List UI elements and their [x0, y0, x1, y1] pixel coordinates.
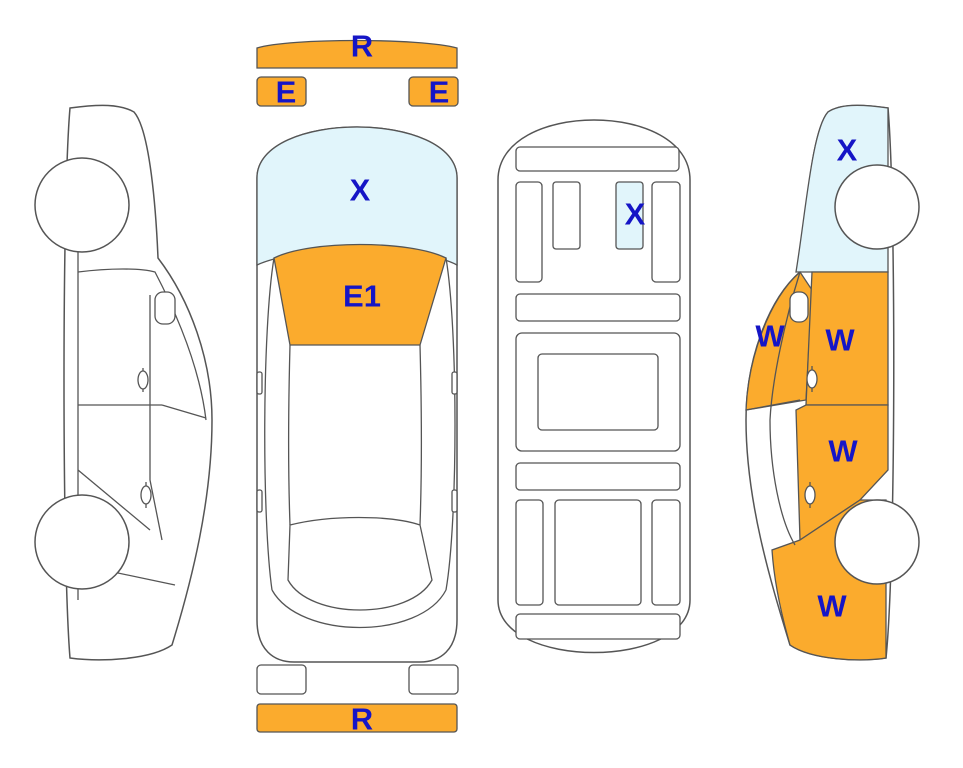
trunk-line: [271, 589, 447, 629]
rear-bumper-label: R: [351, 702, 373, 737]
hood-panel: [273, 243, 447, 346]
rear-bumper-panel: [256, 703, 458, 733]
right-mirror-top: [451, 371, 458, 395]
left-side-door-handle-front: [137, 368, 149, 392]
right-side-rear-wheel: [834, 164, 920, 250]
rear-right-light-panel: [408, 664, 459, 695]
right-side-door-handle-front: [804, 482, 816, 508]
right-side-mirror: [789, 291, 809, 323]
right-side-rear-door-label: W: [825, 323, 855, 358]
left-side-door-seam: [149, 295, 163, 541]
right-side-window-line: [769, 271, 801, 546]
front-left-door-pocket: [515, 181, 543, 283]
trunk-left-well: [515, 499, 544, 606]
passenger-seat-label: X: [625, 197, 646, 232]
right-side-rear-glass-label: X: [837, 133, 858, 168]
center-console-bar: [515, 293, 681, 322]
top-view-right-side-line: [445, 257, 456, 591]
trunk-floor: [554, 499, 642, 606]
right-side-belt-line: [745, 399, 801, 411]
right-side-door-handle-rear: [806, 366, 818, 392]
driver-seat: [552, 181, 581, 250]
right-side-front-door-label: W: [828, 434, 858, 469]
left-side-front-wheel: [34, 157, 130, 253]
top-view-left-side-line: [264, 257, 275, 591]
front-right-door-pocket: [651, 181, 681, 283]
dash-panel: [515, 146, 680, 172]
front-bumper-label: R: [351, 29, 373, 64]
interior-view: X: [497, 119, 691, 654]
trunk-right-well: [651, 499, 681, 606]
rear-seat-cushion: [537, 353, 659, 431]
top-view: R E E X E1 R: [256, 29, 459, 737]
left-side-view: [34, 104, 213, 661]
front-bumper-panel: [256, 39, 458, 69]
top-view-right-pillar: [419, 344, 423, 526]
left-side-window-line: [77, 268, 207, 421]
top-view-left-pillar: [287, 344, 291, 526]
left-side-door-bottom: [77, 469, 151, 531]
left-side-mirror: [154, 291, 176, 325]
rear-left-light-panel: [256, 664, 307, 695]
right-handle-top: [451, 489, 458, 513]
front-right-light-label: E: [429, 75, 450, 110]
left-side-door-handle-rear: [140, 482, 152, 508]
rear-trim-panel: [515, 613, 681, 640]
left-side-belt-line-2: [161, 404, 207, 419]
windshield-label: X: [350, 173, 371, 208]
front-left-light-label: E: [276, 75, 297, 110]
left-mirror-top: [256, 371, 263, 395]
right-side-front-wheel: [834, 499, 920, 585]
right-side-front-fender-label: W: [817, 589, 847, 624]
passenger-seat: [615, 181, 644, 250]
rear-window: [287, 516, 433, 611]
left-side-rear-wheel: [34, 494, 130, 590]
left-handle-top: [256, 489, 263, 513]
hood-label: E1: [343, 279, 381, 314]
front-right-light-panel: [408, 76, 459, 107]
rear-shelf: [515, 462, 681, 491]
front-left-light-panel: [256, 76, 307, 107]
right-side-view: X W W W W: [745, 104, 920, 661]
